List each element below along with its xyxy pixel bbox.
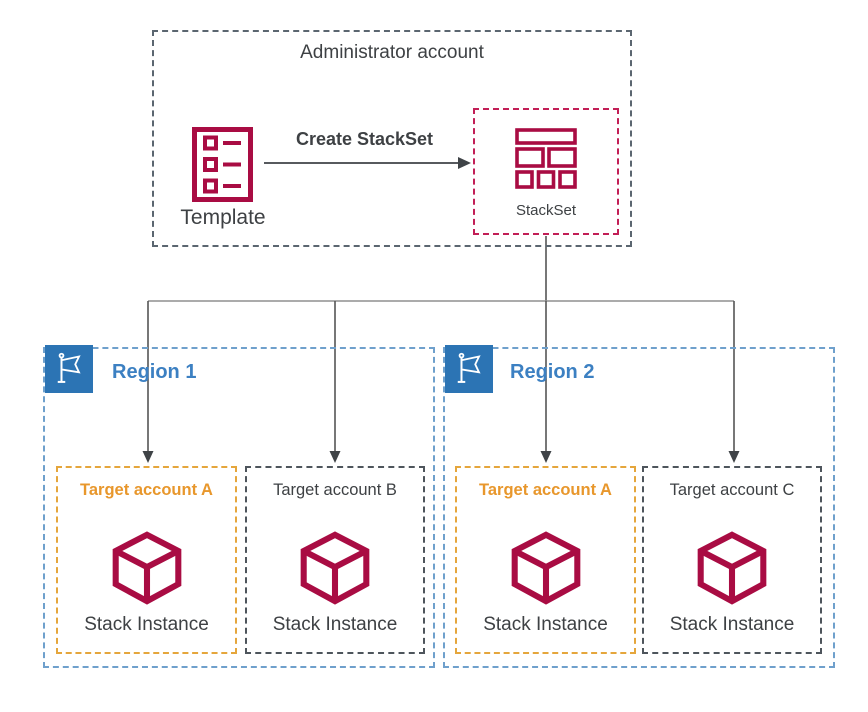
target-account-label: Target account A (479, 481, 612, 499)
template-icon (192, 127, 253, 202)
administrator-account-box (152, 30, 632, 247)
stack-instance-label: Stack Instance (669, 614, 795, 635)
region-2-flag-badge (445, 345, 493, 393)
stack-instance-label: Stack Instance (483, 614, 608, 635)
region-1-label: Region 1 (112, 361, 197, 383)
region-1-flag-badge (45, 345, 93, 393)
target-account-label: Target account A (80, 481, 213, 499)
flag-icon (457, 352, 481, 383)
target-account-box: Target account C Stack Instance (642, 466, 822, 654)
target-account-box: Target account B Stack Instance (245, 466, 425, 654)
cube-icon (112, 531, 181, 605)
cube-icon (511, 531, 580, 605)
stackset-icon (515, 128, 577, 189)
cube-icon (697, 531, 767, 605)
stackset-box: StackSet (473, 108, 619, 235)
region-2-box (443, 347, 835, 668)
template-label: Template (180, 206, 266, 229)
target-account-label: Target account B (273, 481, 397, 499)
stackset-label: StackSet (515, 202, 577, 219)
region-2-label: Region 2 (510, 361, 595, 383)
stack-instance-label: Stack Instance (84, 614, 209, 635)
flag-icon (57, 352, 81, 383)
target-account-label: Target account C (669, 481, 795, 499)
administrator-account-title: Administrator account (300, 42, 484, 63)
stack-instance-label: Stack Instance (272, 614, 398, 635)
create-stackset-label: Create StackSet (295, 129, 434, 149)
target-account-box: Target account A Stack Instance (455, 466, 636, 654)
region-1-box (43, 347, 435, 668)
cube-icon (300, 531, 370, 605)
target-account-box: Target account A Stack Instance (56, 466, 237, 654)
